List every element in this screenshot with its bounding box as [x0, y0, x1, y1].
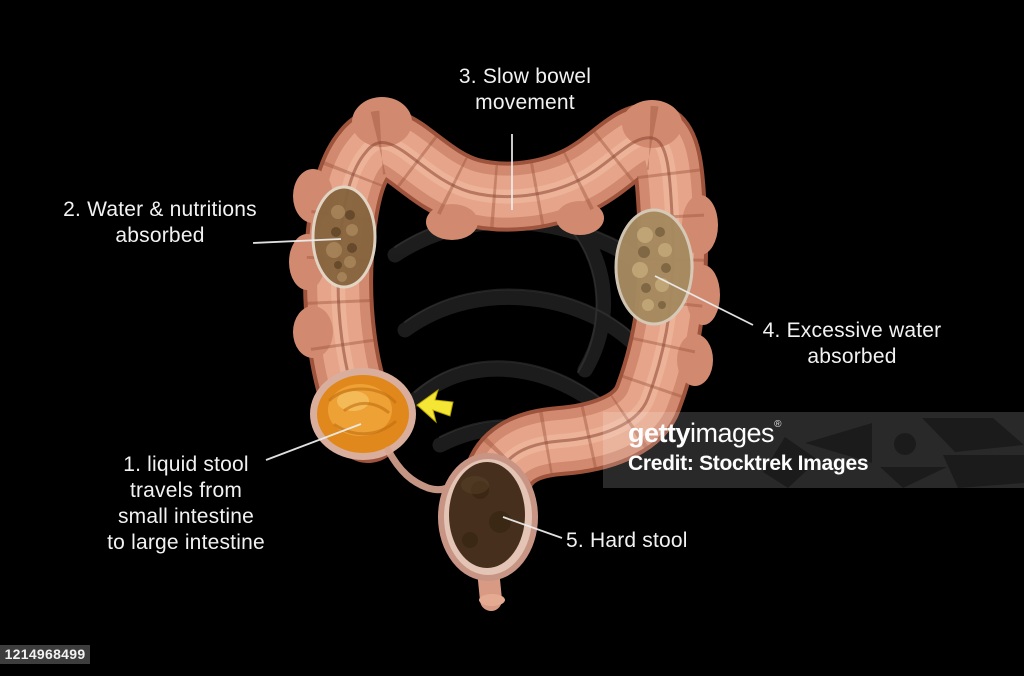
- getty-watermark: gettyimages® Credit: Stocktrek Images: [603, 412, 1024, 488]
- credit-line: Credit: Stocktrek Images: [628, 452, 869, 475]
- pointer-line-step4: [654, 275, 754, 326]
- label-water-nutritions-absorbed: 2. Water & nutritions absorbed: [63, 198, 257, 247]
- cecum-liquid-stool: [310, 368, 456, 494]
- watermark-shard-pattern: [763, 418, 1024, 488]
- label-hard-stool: 5. Hard stool: [566, 529, 688, 552]
- getty-logo-regular: images: [690, 418, 775, 448]
- stool-mass-descending: [614, 208, 694, 326]
- label-liquid-stool-travels: 1. liquid stool travels from small intes…: [107, 453, 265, 554]
- getty-logo-bold: getty: [628, 418, 691, 448]
- getty-logo: gettyimages®: [628, 418, 781, 448]
- pointer-line-step1: [265, 423, 362, 461]
- pointer-line-step5: [502, 516, 563, 539]
- pointer-lines: [252, 134, 754, 539]
- label-slow-bowel-movement: 3. Slow bowel movement: [458, 65, 592, 114]
- haustra-bulges: [289, 97, 720, 386]
- rectum-hard-stool: [438, 453, 538, 611]
- appendix: [384, 446, 456, 494]
- image-id-badge: 1214968499: [0, 645, 90, 664]
- registered-mark: ®: [774, 419, 781, 430]
- stool-mass-ascending: [311, 185, 377, 289]
- yellow-left-arrow-icon: [416, 388, 454, 424]
- pointer-line-step2: [252, 238, 342, 244]
- label-excessive-water-absorbed: 4. Excessive water absorbed: [762, 319, 942, 368]
